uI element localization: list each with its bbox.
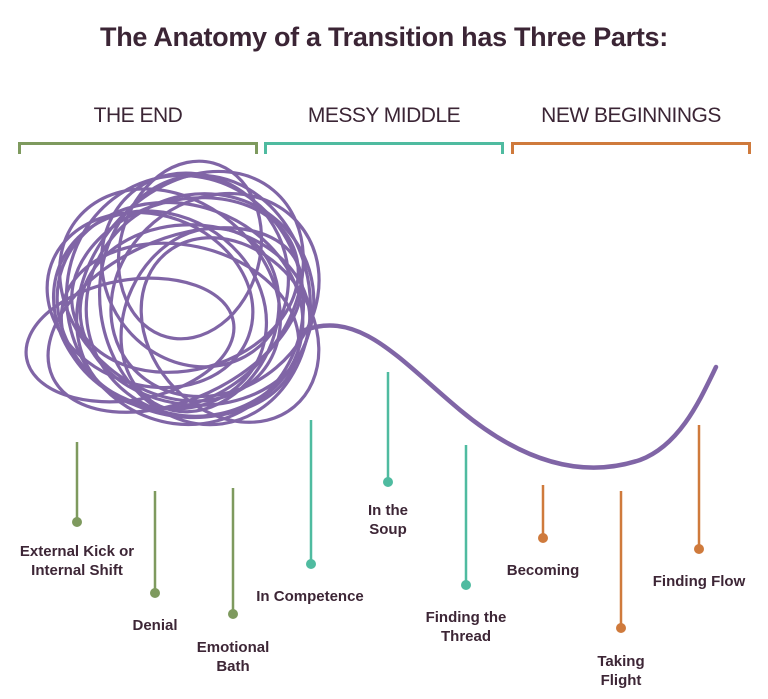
label-line: Becoming	[506, 562, 580, 579]
label-line: In the	[368, 502, 408, 519]
diagram-title: The Anatomy of a Transition has Three Pa…	[100, 22, 668, 52]
label-line: External Kick or	[19, 543, 135, 560]
stage-label-finding-the-thread: Finding the Thread	[426, 608, 507, 646]
stage-label-finding-flow: Finding Flow	[653, 572, 745, 591]
label-line: Internal Shift	[31, 562, 123, 579]
stage-label-in-the-soup: In the Soup	[368, 501, 408, 539]
label-line: Finding Flow	[652, 573, 746, 590]
label-line: Thread	[440, 628, 492, 645]
stage-label-emotional-bath: Emotional Bath	[197, 638, 270, 676]
stage-label-becoming: Becoming	[507, 561, 580, 580]
stage-label-taking-flight: Taking Flight	[597, 652, 644, 690]
pins-the-end	[72, 442, 238, 619]
pins-new-beginnings	[538, 425, 704, 633]
label-line: In Competence	[256, 588, 364, 605]
label-line: Flight	[600, 672, 642, 689]
thread-line	[302, 323, 719, 470]
bracket-messy-middle	[264, 142, 504, 154]
bracket-the-end	[18, 142, 258, 154]
phase-label-messy-middle: MESSY MIDDLE	[307, 104, 461, 127]
label-line: Soup	[369, 521, 407, 538]
label-line: Denial	[132, 617, 178, 634]
phase-label-new-beginnings: NEW BEGINNINGS	[541, 104, 721, 127]
bracket-new-beginnings	[511, 142, 751, 154]
stage-label-denial: Denial	[132, 616, 177, 635]
pins-messy-middle	[306, 372, 471, 590]
label-line: Emotional	[196, 639, 270, 656]
label-line: Bath	[216, 658, 250, 675]
stage-label-in-competence: In Competence	[256, 587, 364, 606]
phase-label-the-end: THE END	[93, 104, 183, 127]
stage-label-external-kick: External Kick or Internal Shift	[20, 542, 134, 580]
label-line: Finding the	[425, 609, 507, 626]
tangle-scribble	[24, 159, 321, 427]
label-line: Taking	[597, 653, 645, 670]
